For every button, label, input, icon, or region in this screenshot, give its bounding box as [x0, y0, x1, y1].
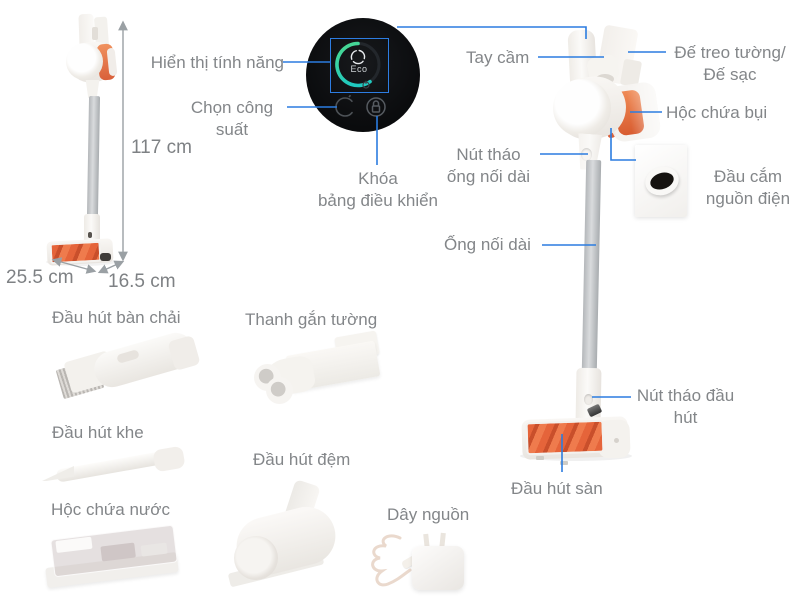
callout-head-release: Nút tháo đầu hút — [636, 386, 735, 428]
plug-body — [412, 546, 464, 590]
accessory-power-cord-label: Dây nguồn — [387, 505, 470, 524]
water-tank-illustration — [44, 524, 184, 594]
width-dimension-label: 25.5 cm — [6, 267, 74, 288]
wall-bar-illustration — [250, 330, 385, 412]
accessory-crevice-label: Đầu hút khe — [52, 423, 144, 442]
fan-mode-icon — [350, 49, 366, 65]
depth-dimension-label: 16.5 cm — [108, 271, 176, 292]
accessory-mattress-label: Đầu hút đệm — [253, 450, 351, 469]
accessory-wall-bar-label: Thanh gắn tường — [245, 310, 378, 329]
callout-handle: Tay cầm — [466, 48, 530, 67]
motor-cap — [553, 79, 611, 137]
callout-tube-release: Nút tháo ống nối dài — [446, 145, 531, 187]
floor-head-roller-window — [525, 419, 605, 456]
left-neck — [85, 80, 100, 98]
left-head-wheel — [100, 253, 111, 261]
wall-bar-tube-2 — [266, 377, 293, 404]
left-extension-tube — [86, 95, 101, 217]
crevice-collar — [152, 445, 186, 473]
accessory-water-tank-label: Hộc chứa nước — [51, 500, 170, 519]
display-buttons — [335, 94, 386, 117]
left-neck-latch — [88, 232, 92, 238]
callout-power-socket: Đầu cắm nguồn điện — [705, 167, 791, 209]
left-handle-notch — [92, 27, 98, 40]
crevice-nozzle-illustration — [42, 444, 192, 490]
power-socket-inset — [635, 145, 687, 217]
height-dimension-label: 117 cm — [131, 137, 192, 158]
callout-display: Hiển thị tính năng — [150, 53, 284, 72]
floor-head-foot-2 — [560, 461, 568, 465]
power-socket-ring — [641, 162, 683, 200]
power-select-icon — [335, 94, 355, 117]
mattress-nozzle-illustration — [227, 479, 346, 592]
line-circle-to-handle — [397, 26, 587, 39]
display-screen — [335, 41, 381, 89]
cord-coil — [371, 534, 412, 587]
brush-nozzle-illustration — [55, 328, 201, 402]
power-glyph-icon — [362, 80, 370, 89]
crevice-tube — [55, 450, 169, 483]
water-tank-window — [100, 542, 136, 562]
power-socket-hole — [648, 169, 676, 193]
callout-power-select: Chọn công suất — [190, 98, 274, 140]
power-cord-illustration — [366, 526, 476, 596]
water-tank-lid-2 — [140, 542, 168, 557]
display-highlight-box — [330, 38, 389, 93]
callout-floor-head: Đầu hút sàn — [511, 479, 603, 498]
head-release-button — [584, 394, 593, 405]
water-tank-lid-1 — [55, 536, 93, 553]
floor-head-endcap-dot — [614, 438, 619, 443]
floor-head-foot-1 — [536, 456, 544, 460]
callout-dust-bin: Hộc chứa bụi — [666, 103, 768, 122]
callout-wall-dock: Đế treo tường/ Đế sạc — [674, 43, 786, 85]
accessory-brush-label: Đầu hút bàn chải — [52, 308, 181, 327]
left-head-roller-window — [49, 240, 102, 265]
left-motor-cap — [66, 43, 103, 80]
lock-icon — [366, 97, 386, 117]
mattress-endcap — [234, 536, 278, 580]
display-mode-label: Eco — [350, 64, 368, 74]
extension-tube — [581, 159, 602, 373]
callout-extension-tube: Ống nối dài — [444, 235, 531, 254]
mode-ring-arc — [335, 41, 372, 88]
callout-panel-lock: Khóa bảng điều khiển — [317, 169, 439, 211]
